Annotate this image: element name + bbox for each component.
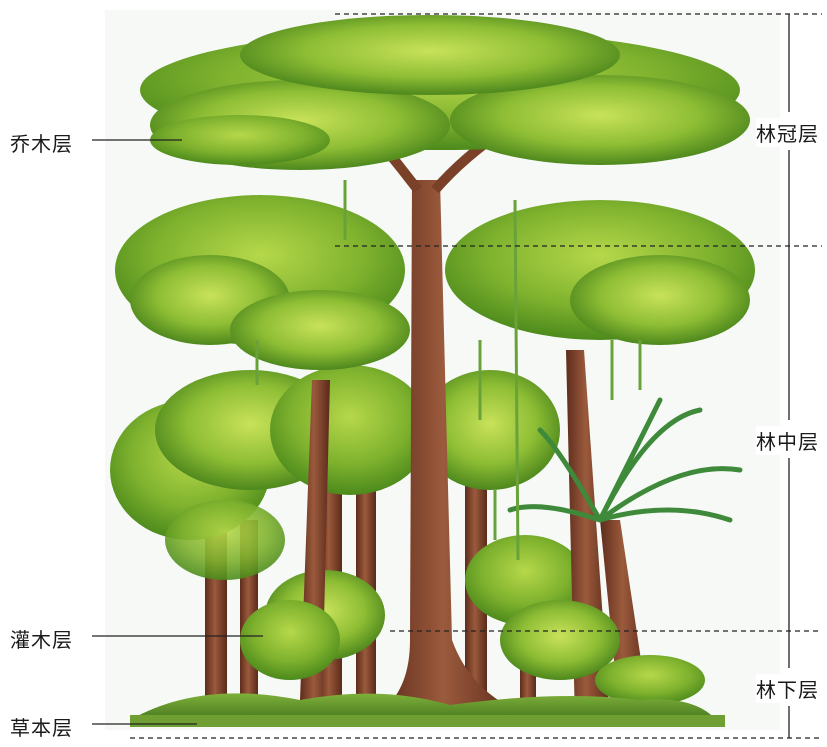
shrub-layer-label: 灌木层 xyxy=(10,624,73,653)
canopy-layer-label: 林冠层 xyxy=(756,118,819,147)
understory-layer-label: 林下层 xyxy=(756,674,819,703)
middle-layer-label: 林中层 xyxy=(756,426,819,455)
herb-layer-label: 草本层 xyxy=(10,712,73,741)
tree-layer-label: 乔木层 xyxy=(10,128,73,157)
